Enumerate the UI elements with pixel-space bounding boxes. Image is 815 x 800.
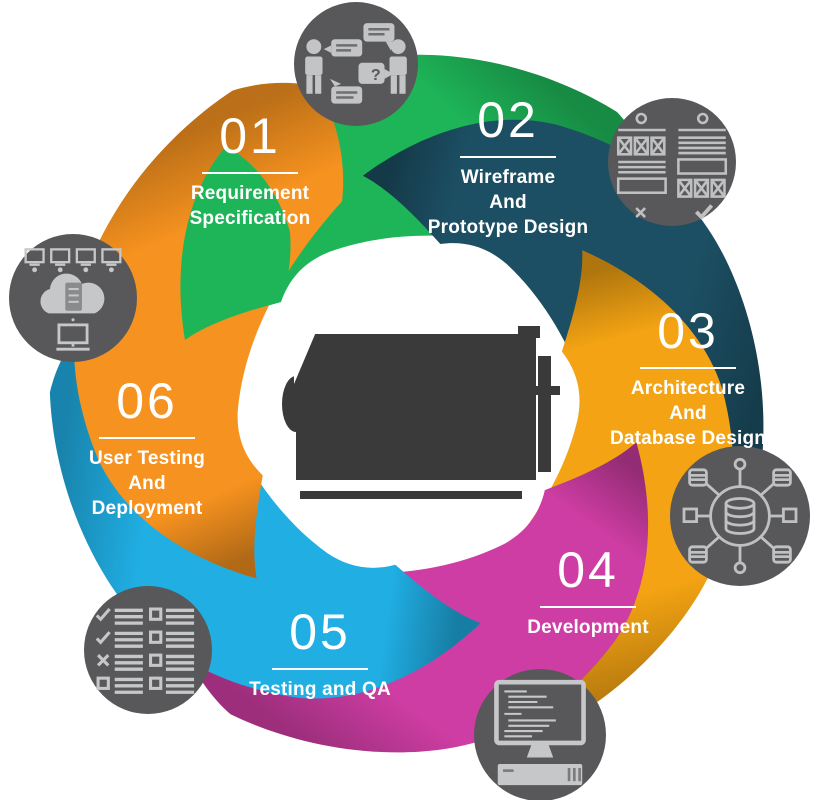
discussion-icon: ?	[294, 2, 418, 126]
step-rule	[460, 155, 556, 158]
checklist-icon	[84, 586, 212, 714]
step-label-line: And	[669, 402, 707, 424]
step-label-line: Specification	[189, 207, 311, 229]
step-02-wireframe-prototype: 02 Wireframe And Prototype Design	[398, 94, 618, 240]
center-text-blob	[282, 326, 560, 499]
step-rule	[540, 605, 636, 608]
step-number: 04	[557, 542, 619, 598]
step-rule	[202, 171, 298, 174]
step-label-line: Architecture	[630, 377, 746, 399]
wireframe-icon	[608, 98, 736, 226]
step-04-development: 04 Development	[478, 544, 698, 640]
step-label-line: User Testing	[88, 447, 206, 469]
step-rule	[640, 366, 736, 369]
step-number: 06	[116, 373, 178, 429]
step-01-requirement-specification: 01 Requirement Specification	[140, 110, 360, 231]
step-label-line: And	[128, 472, 166, 494]
step-label-line: Wireframe	[460, 166, 556, 188]
step-number: 02	[477, 92, 539, 148]
step-label-line: Testing and QA	[249, 678, 391, 700]
step-label-line: And	[489, 191, 527, 213]
step-label-line: Prototype Design	[427, 216, 589, 238]
cloud-network-icon	[9, 234, 137, 362]
step-number: 01	[219, 108, 281, 164]
step-number: 03	[657, 303, 719, 359]
center-blob-slant-mask	[294, 332, 316, 384]
step-rule	[272, 667, 368, 670]
step-label-line: Development	[527, 616, 649, 638]
step-number: 05	[289, 604, 351, 660]
svg-text:?: ?	[371, 66, 381, 84]
step-label-line: Database Design	[609, 427, 767, 449]
step-label-line: Requirement	[190, 182, 310, 204]
step-03-architecture-database: 03 Architecture And Database Design	[578, 305, 798, 451]
step-rule	[99, 436, 195, 439]
database-icon	[670, 446, 810, 586]
step-label-line: Deployment	[91, 497, 203, 519]
step-05-testing-qa: 05 Testing and QA	[210, 606, 430, 702]
code-monitor-icon	[474, 669, 606, 800]
step-06-user-testing-deployment: 06 User Testing And Deployment	[37, 375, 257, 521]
